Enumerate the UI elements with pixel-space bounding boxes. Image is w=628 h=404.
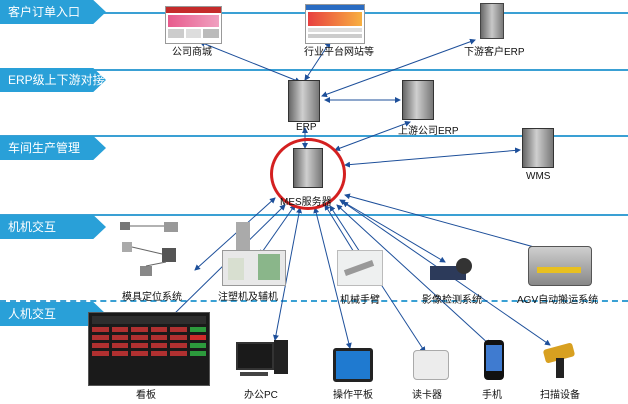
erp-server-icon (288, 80, 320, 122)
mes-highlight-ring (270, 138, 346, 210)
vision-system-label: 影像检测系统 (422, 295, 482, 306)
lane-tab-erp: ERP级上下游对接 (0, 68, 106, 92)
lane-tab-orders: 客户订单入口 (0, 0, 106, 24)
phone-label: 手机 (482, 390, 502, 401)
scanner-label: 扫描设备 (540, 390, 580, 401)
injection-machine-label: 注塑机及辅机 (218, 292, 278, 303)
card-reader-image (413, 350, 449, 380)
industry-site-label: 行业平台网站等 (304, 47, 374, 58)
agv-image (528, 246, 592, 286)
tablet-label: 操作平板 (333, 390, 373, 401)
robot-arm-image (337, 250, 383, 286)
upstream-erp-server-icon (402, 80, 434, 120)
downstream-erp-label: 下游客户ERP (464, 47, 525, 58)
kanban-label: 看板 (136, 390, 156, 401)
office-pc-image (236, 340, 290, 380)
company-mall-screenshot (165, 6, 222, 44)
vision-system-image (430, 256, 476, 282)
injection-machine-image (222, 222, 286, 286)
mes-label: MES服务器 (280, 197, 332, 208)
wms-server-icon (522, 128, 554, 168)
office-pc-label: 办公PC (244, 390, 278, 401)
wms-label: WMS (526, 171, 551, 182)
lane-tab-workshop: 车间生产管理 (0, 136, 106, 160)
mold-positioning-label: 模具定位系统 (122, 292, 182, 303)
mes-server-icon (293, 148, 323, 188)
card-reader-label: 读卡器 (412, 390, 442, 401)
company-mall-label: 公司商城 (172, 47, 212, 58)
erp-label: ERP (296, 122, 317, 133)
downstream-erp-server-icon (480, 3, 504, 39)
robot-arm-label: 机械手臂 (340, 295, 380, 306)
scanner-image (540, 342, 580, 380)
upstream-erp-label: 上游公司ERP (398, 126, 459, 137)
tablet-image (333, 348, 373, 382)
kanban-board-image (88, 312, 210, 386)
mold-positioning-diagram (112, 212, 198, 284)
lane-tab-m2m: 机机交互 (0, 215, 106, 239)
agv-label: AGV自动搬运系统 (517, 295, 599, 306)
lane-line-workshop (0, 135, 628, 137)
industry-site-screenshot (305, 4, 365, 44)
phone-image (484, 340, 504, 380)
